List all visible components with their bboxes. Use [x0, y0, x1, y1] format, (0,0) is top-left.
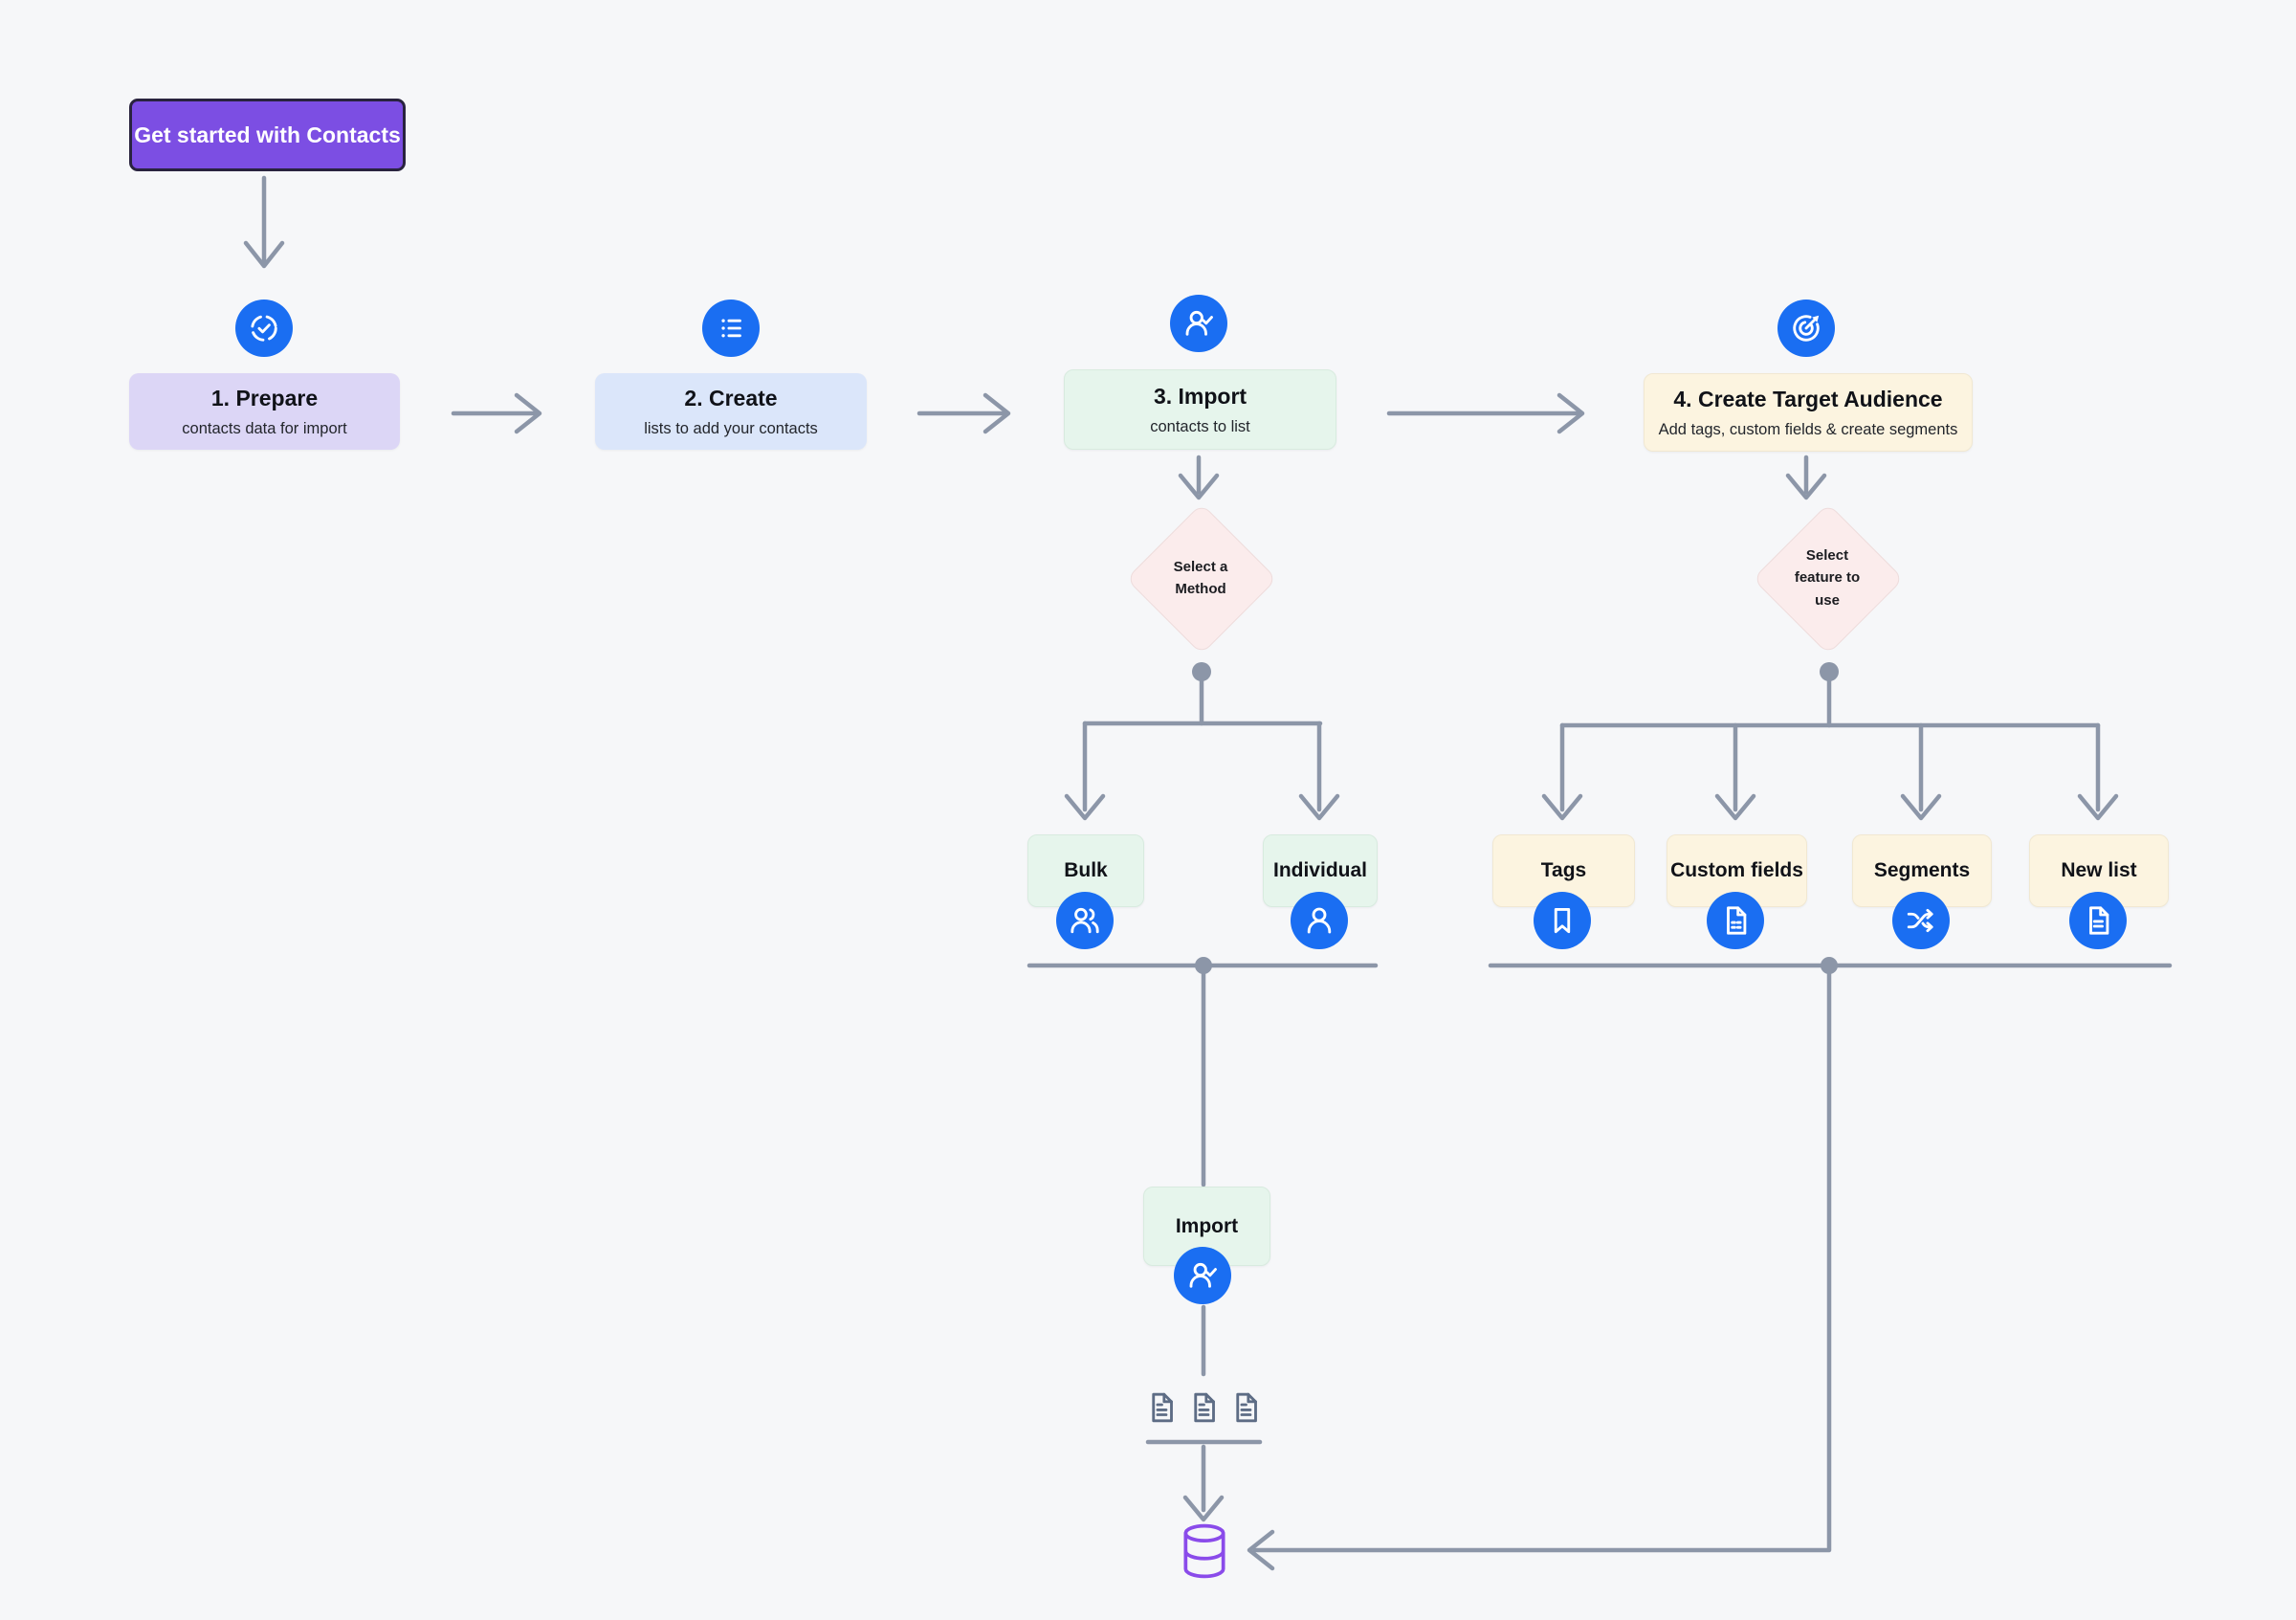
feature-branch-lines [1541, 662, 2119, 821]
shuffle-icon [1892, 892, 1950, 949]
node-new-list[interactable]: New list [2029, 834, 2169, 907]
node-label: Tags [1540, 859, 1587, 881]
node-label: Custom fields [1670, 859, 1803, 881]
start-button[interactable]: Get started with Contacts [129, 99, 406, 171]
node-label: New list [2061, 859, 2137, 881]
node-label: Bulk [1064, 859, 1108, 881]
import-to-files-line [1145, 1304, 1263, 1445]
user-check-icon [1174, 1247, 1231, 1304]
file-fields-icon [1707, 892, 1764, 949]
node-prepare[interactable]: 1. Prepare contacts data for import [129, 373, 400, 450]
dashed-circle-check-icon [235, 300, 293, 357]
node-subtitle: contacts data for import [182, 419, 347, 437]
node-create[interactable]: 2. Create lists to add your contacts [595, 373, 867, 450]
target-dart-icon [1777, 300, 1835, 357]
arrow-create-to-import [916, 392, 1011, 434]
node-subtitle: contacts to list [1150, 417, 1250, 435]
node-label: Segments [1873, 859, 1971, 881]
file-text-icon [2069, 892, 2127, 949]
arrow-target-to-decision [1785, 455, 1827, 500]
arrow-files-to-database [1182, 1444, 1225, 1522]
node-label: Import [1175, 1214, 1239, 1237]
arrow-start-to-prepare [243, 175, 285, 269]
node-title: 4. Create Target Audience [1673, 386, 1943, 411]
list-icon [702, 300, 760, 357]
node-bulk[interactable]: Bulk [1027, 834, 1144, 907]
node-subtitle: lists to add your contacts [644, 419, 818, 437]
decision-label: Select feature to use [1794, 547, 1861, 609]
node-title: 3. Import [1153, 383, 1247, 409]
users-icon [1056, 892, 1114, 949]
arrow-import-to-target [1386, 392, 1585, 434]
document-icon [1144, 1387, 1179, 1433]
decision-label: Select a Method [1173, 558, 1228, 597]
arrow-prepare-to-create [451, 392, 542, 434]
method-branch-lines [1064, 662, 1340, 821]
node-label: Individual [1272, 859, 1367, 881]
node-create-target-audience[interactable]: 4. Create Target Audience Add tags, cust… [1644, 373, 1973, 452]
database-icon [1181, 1522, 1228, 1585]
node-import[interactable]: 3. Import contacts to list [1064, 369, 1336, 450]
node-import-action[interactable]: Import [1143, 1187, 1270, 1266]
document-icon [1186, 1387, 1221, 1433]
node-title: 2. Create [684, 385, 778, 411]
node-subtitle: Add tags, custom fields & create segment… [1658, 420, 1958, 438]
user-icon [1291, 892, 1348, 949]
method-merge-lines [1027, 957, 1379, 1187]
user-check-icon [1170, 295, 1227, 352]
node-title: 1. Prepare [210, 385, 319, 411]
bookmark-icon [1534, 892, 1591, 949]
feature-to-database-line [1247, 963, 1832, 1571]
document-icon [1228, 1387, 1263, 1433]
node-segments[interactable]: Segments [1852, 834, 1992, 907]
arrow-import-to-decision [1178, 455, 1220, 500]
